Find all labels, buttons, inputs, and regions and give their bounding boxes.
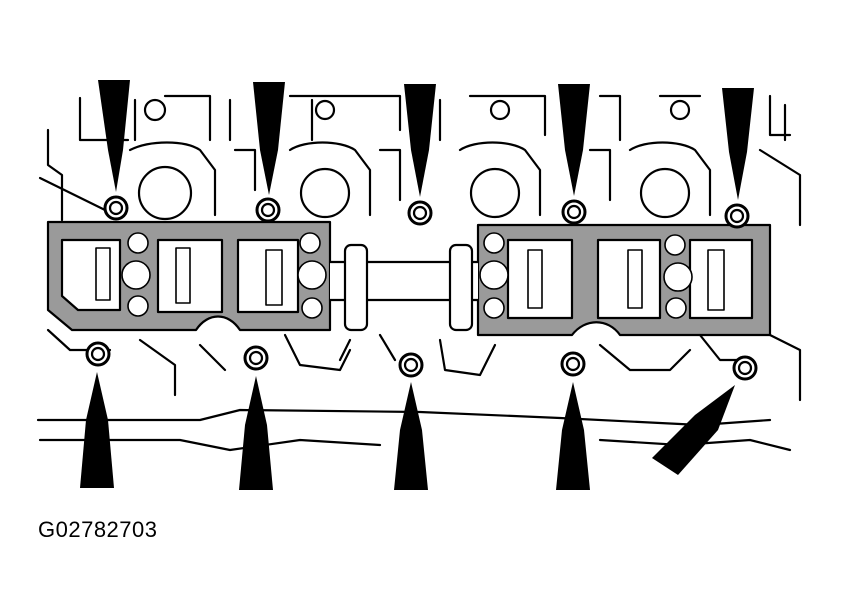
arrow-up-icon	[556, 382, 590, 490]
top-arrows	[98, 80, 754, 200]
arrow-up-icon	[239, 376, 273, 490]
arrow-up-icon	[80, 372, 114, 488]
upper-bolt-row	[103, 195, 750, 229]
engine-outline	[36, 94, 802, 452]
arrow-up-icon	[394, 382, 428, 490]
lower-bolt-row	[85, 341, 758, 381]
bolt-icon	[560, 351, 586, 377]
bolt-icon	[103, 195, 129, 221]
figure-id-label: G02782703	[38, 517, 158, 542]
bolt-icon	[561, 199, 587, 225]
bottom-arrows	[80, 372, 735, 490]
arrow-down-icon	[98, 80, 130, 192]
bolt-icon	[407, 200, 433, 226]
arrow-down-icon	[404, 84, 436, 197]
arrow-down-icon	[722, 88, 754, 200]
bolt-icon	[243, 345, 269, 371]
bolt-icon	[398, 352, 424, 378]
arrow-down-icon	[253, 82, 285, 195]
bolt-icon	[255, 197, 281, 223]
bolt-icon	[724, 203, 750, 229]
arrow-diagonal-icon	[652, 385, 735, 475]
arrow-down-icon	[558, 84, 590, 196]
bolt-icon	[85, 341, 111, 367]
bolt-icon	[732, 355, 758, 381]
